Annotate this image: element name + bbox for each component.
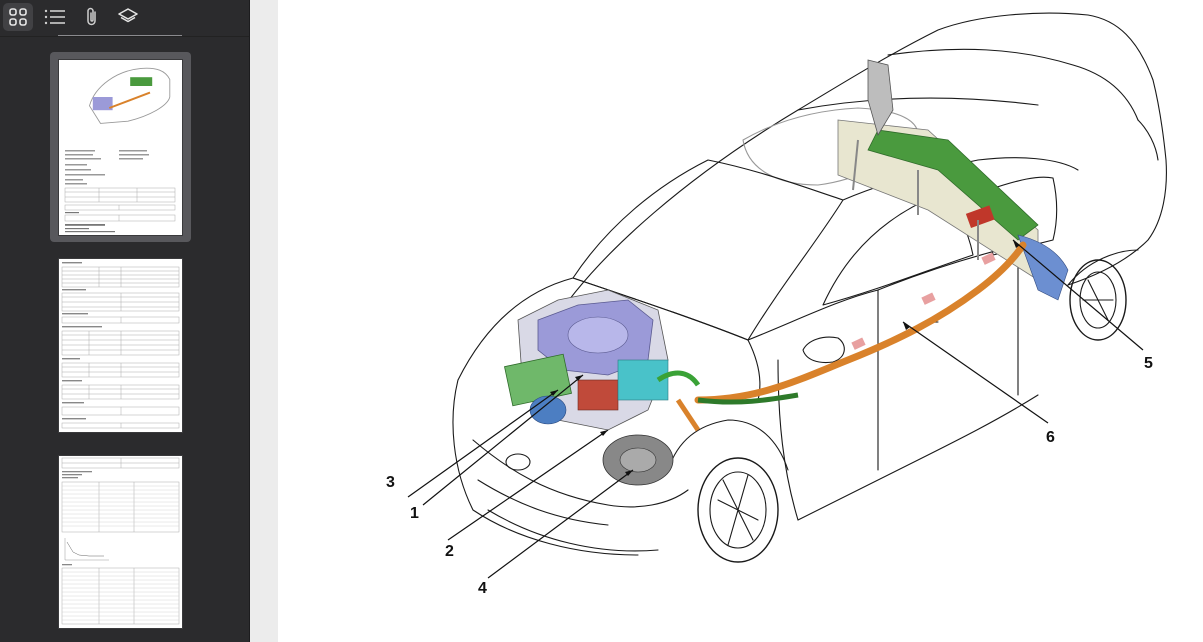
page-thumbnail-2-content [59,259,182,432]
outline-view-button[interactable] [40,3,70,31]
thumbnails-view-button[interactable] [3,3,33,31]
high-voltage-cable [694,241,1027,405]
thumbnail-sidebar [0,0,250,642]
callout-5: 5 [1144,355,1153,372]
page-thumbnail-3[interactable] [59,456,182,628]
document-page: 1 2 3 4 5 6 [278,0,1203,642]
engine-assembly [504,289,701,486]
callout-leaders [407,239,1144,579]
paperclip-icon [87,7,96,26]
callout-4: 4 [478,580,487,597]
battery-pack [837,59,1069,301]
grid-icon [9,8,27,26]
page-thumbnail-1[interactable] [59,60,182,235]
callout-1: 1 [410,505,419,522]
car-outline [452,12,1167,563]
layers-icon [118,8,138,23]
page-thumbnail-3-content [59,456,182,628]
hybrid-vehicle-figure: 1 2 3 4 5 6 [386,12,1167,597]
callout-6: 6 [1046,429,1055,446]
list-icon [44,9,65,25]
layers-view-button[interactable] [113,3,143,31]
toolbar-separator [58,35,182,36]
page-thumbnail-2[interactable] [59,259,182,432]
callout-3: 3 [386,474,395,491]
attachments-view-button[interactable] [77,3,107,31]
sidebar-toolbar [0,0,249,37]
callout-arrowheads [550,240,1020,476]
callout-2: 2 [445,543,454,560]
page-thumbnail-1-content [59,60,182,235]
